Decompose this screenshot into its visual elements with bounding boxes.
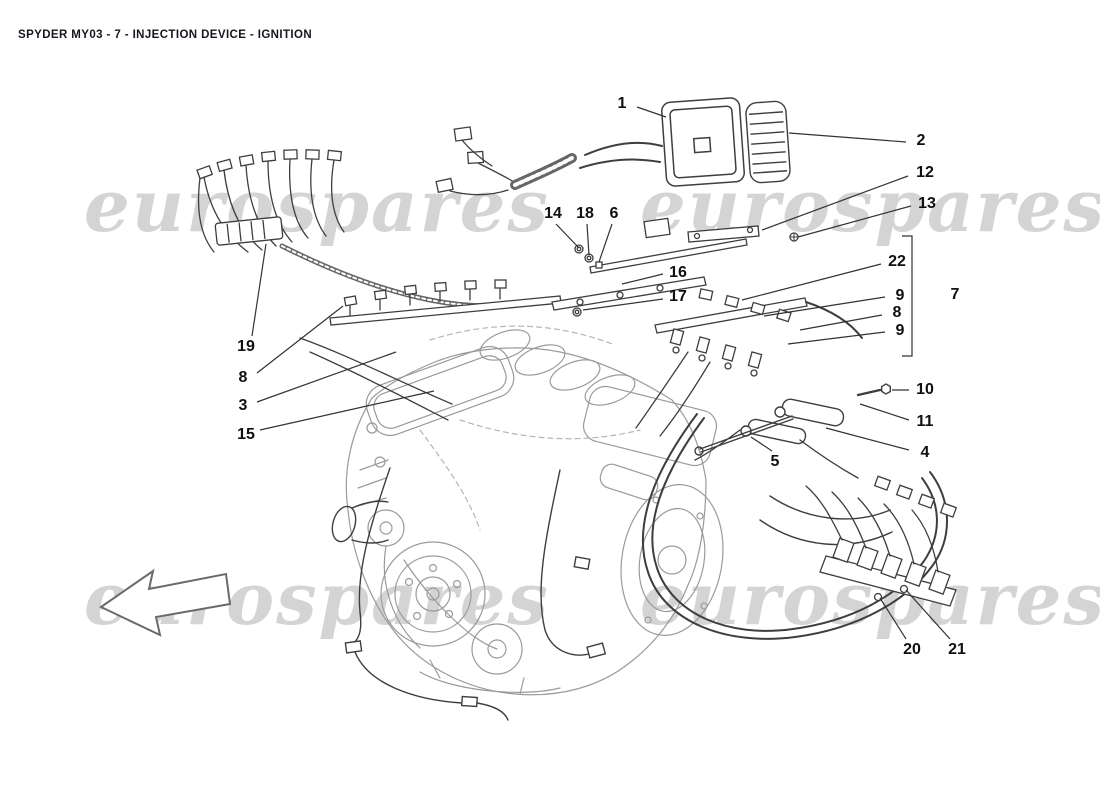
leader-line-16: [621, 273, 664, 285]
leader-line-8: [256, 305, 344, 374]
watermark-top-left: eurospares: [84, 163, 550, 248]
callout-22[interactable]: 22: [888, 253, 906, 270]
direction-arrow: [99, 568, 232, 637]
page-title: SPYDER MY03 - 7 - INJECTION DEVICE - IGN…: [18, 29, 313, 41]
callout-19[interactable]: 19: [237, 338, 255, 355]
leader-line-8: [799, 314, 883, 331]
callout-5[interactable]: 5: [770, 453, 780, 470]
leader-line-19: [251, 243, 267, 337]
callout-17[interactable]: 17: [669, 288, 687, 305]
leader-line-5: [750, 436, 773, 452]
leader-line-14: [555, 223, 580, 249]
callout-18[interactable]: 18: [576, 205, 594, 222]
callout-11[interactable]: 11: [916, 413, 934, 430]
module-bolt: [856, 383, 891, 397]
plate-bolt: [789, 232, 799, 242]
leader-line-15: [259, 390, 435, 431]
leader-line-3: [256, 351, 397, 403]
ecu-unit: [661, 97, 745, 187]
callout-9[interactable]: 9: [895, 287, 905, 304]
callout-2[interactable]: 2: [916, 132, 926, 149]
top-center-harness: [435, 126, 799, 317]
callout-7[interactable]: 7: [950, 286, 960, 303]
leader-line-1: [636, 106, 667, 118]
callout-15[interactable]: 15: [237, 426, 255, 443]
callout-20[interactable]: 20: [903, 641, 921, 658]
callout-16[interactable]: 16: [669, 264, 687, 281]
leader-line-11: [859, 403, 910, 421]
callout-4[interactable]: 4: [920, 444, 930, 461]
leader-line-22: [741, 263, 882, 301]
left-fuel-rail: [299, 279, 562, 421]
callout-9[interactable]: 9: [895, 322, 905, 339]
leader-line-13: [797, 205, 912, 238]
leader-line-21: [905, 589, 951, 640]
leader-line-9: [763, 296, 886, 317]
callout-3[interactable]: 3: [238, 397, 248, 414]
leader-line-4: [825, 427, 910, 451]
callout-10[interactable]: 10: [916, 381, 934, 398]
bracket-7: [902, 235, 913, 357]
callout-8[interactable]: 8: [238, 369, 248, 386]
callout-21[interactable]: 21: [948, 641, 966, 658]
leader-line-9: [787, 331, 886, 345]
callout-1[interactable]: 1: [617, 95, 627, 112]
callout-13[interactable]: 13: [918, 195, 936, 212]
bottom-right-harness: [641, 413, 958, 640]
leader-line-2: [788, 132, 907, 143]
callout-12[interactable]: 12: [916, 164, 934, 181]
callout-6[interactable]: 6: [609, 205, 619, 222]
lower-left-wires: [331, 467, 607, 721]
callout-14[interactable]: 14: [544, 205, 562, 222]
engine-block: [345, 325, 724, 696]
leader-line-12: [761, 175, 909, 231]
leader-line-17: [582, 298, 664, 311]
leader-line-6: [598, 223, 613, 263]
leader-line-20: [879, 597, 907, 640]
mounting-plate: [687, 225, 760, 243]
right-ignition-module: [694, 383, 891, 479]
callout-8[interactable]: 8: [892, 304, 902, 321]
ecu-cover: [745, 100, 791, 184]
right-fuel-rail: [635, 288, 863, 437]
coil-rail: [214, 216, 284, 246]
leader-line-18: [586, 223, 590, 256]
